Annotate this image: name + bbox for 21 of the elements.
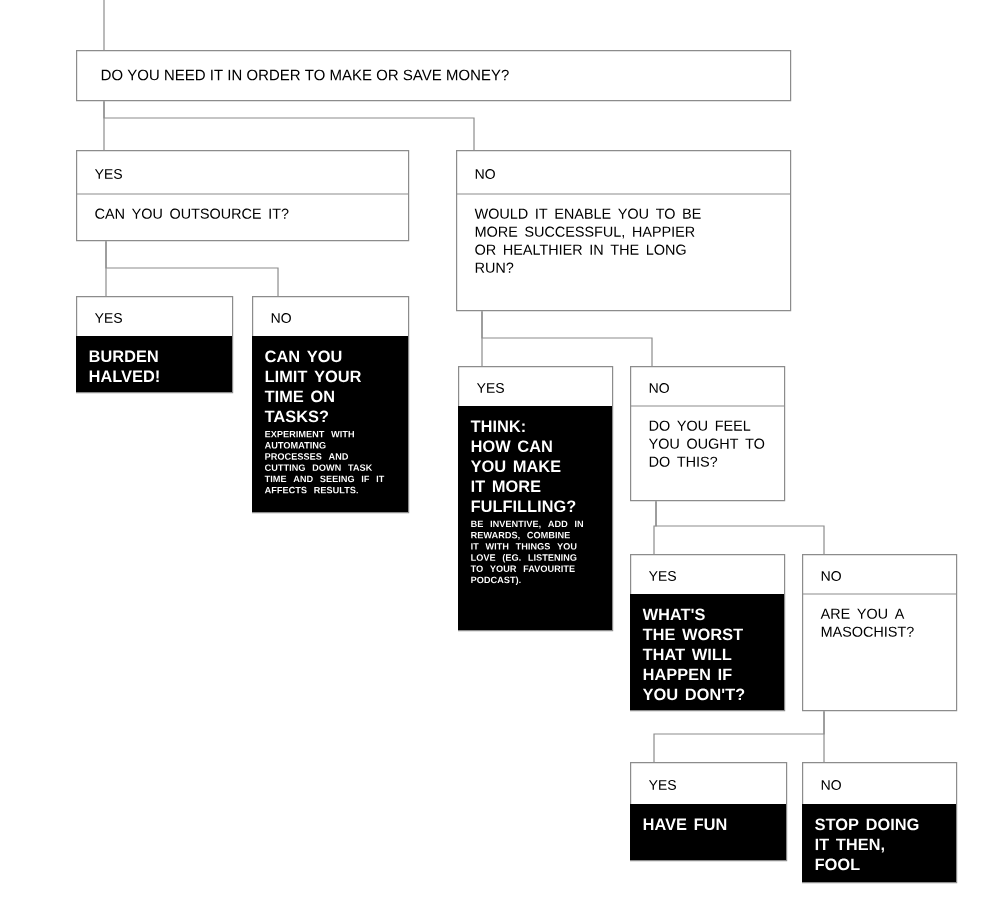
connector-line [105,240,279,297]
connector-line [103,100,475,151]
answer-panel: HAVE FUN [630,804,786,860]
answer-panel: BURDEN HALVED! [76,336,232,392]
flow-box [802,762,958,884]
answer-panel: STOP DOING IT THEN, FOOL [802,804,956,882]
flow-box [458,366,614,632]
flow-box [455,150,792,312]
connector-line [655,500,825,555]
flow-box [76,296,234,394]
connector-line [103,0,105,51]
flow-box [801,554,958,712]
answer-panel: WHAT'S THE WORST THAT WILL HAPPEN IF YOU DON'T? [630,594,784,710]
flow-box [630,554,786,712]
connector-line [823,710,825,763]
flow-box [76,50,792,102]
flow-box [630,762,788,862]
connector-line [481,310,653,367]
flow-box [75,150,410,242]
flow-box [629,366,786,502]
flow-box [252,296,410,514]
